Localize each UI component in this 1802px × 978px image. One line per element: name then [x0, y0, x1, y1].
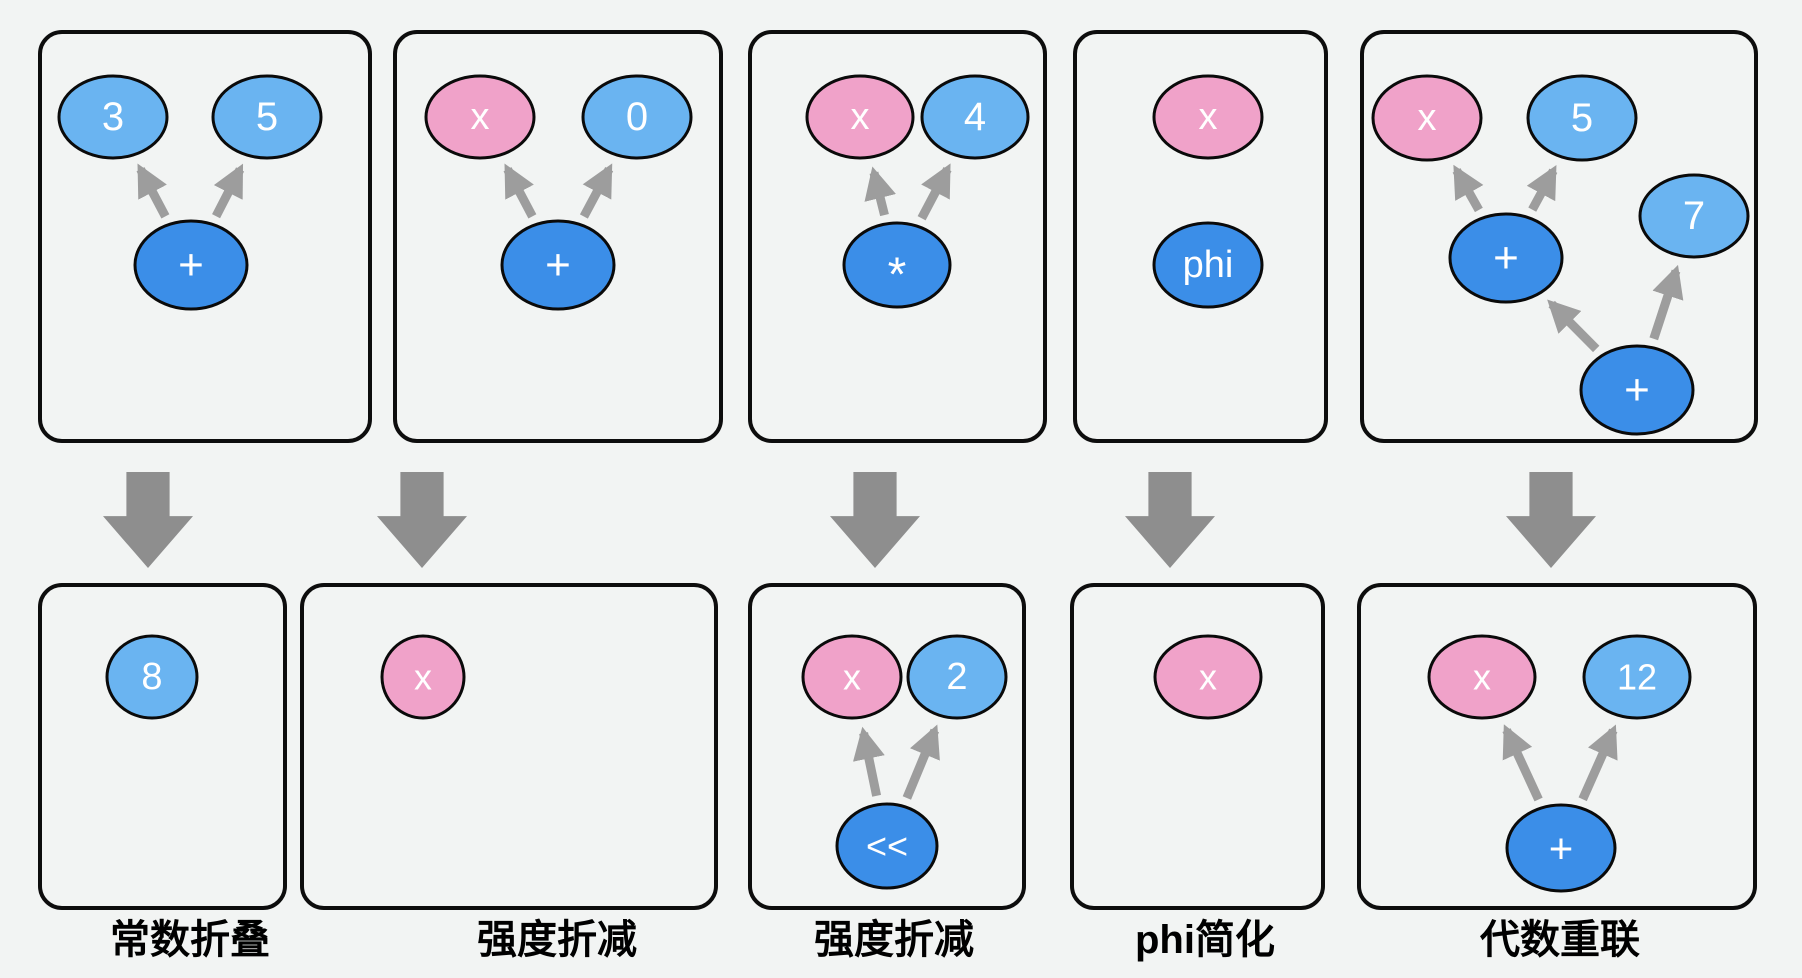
- node-x: x: [805, 74, 915, 160]
- svg-text:<<: <<: [866, 826, 908, 867]
- pass-label-1: 强度折减: [477, 918, 637, 962]
- node-*: *: [842, 221, 952, 309]
- node-<<: <<: [835, 802, 939, 890]
- edge-arrow: [902, 724, 940, 800]
- node-+: +: [500, 219, 616, 311]
- svg-text:12: 12: [1617, 657, 1657, 698]
- panel-strength-reduction-2-after: x 2 <<: [748, 583, 1026, 910]
- panel-strength-reduction-1-after: x: [300, 583, 718, 910]
- pass-label-0: 常数折叠: [110, 918, 270, 962]
- edge-arrow: [1578, 724, 1618, 802]
- down-arrow-3: [1125, 472, 1215, 568]
- edge-arrow: [1649, 264, 1684, 341]
- svg-text:+: +: [1493, 234, 1519, 283]
- svg-text:phi: phi: [1183, 244, 1234, 286]
- panel-constant-folding-before: 3 5 +: [38, 30, 372, 443]
- panel-strength-reduction-2-before: x 4 *: [748, 30, 1047, 443]
- node-3: 3: [57, 74, 169, 160]
- svg-text:x: x: [851, 96, 870, 138]
- edge-arrow: [1452, 164, 1484, 213]
- svg-text:4: 4: [964, 95, 986, 139]
- node-12: 12: [1582, 634, 1692, 720]
- panel-algebraic-reassociation-before: x 5 7 + +: [1360, 30, 1758, 443]
- svg-text:x: x: [471, 96, 490, 138]
- svg-text:+: +: [545, 241, 571, 290]
- svg-text:x: x: [843, 657, 861, 698]
- node-+: +: [1579, 344, 1695, 436]
- node-+: +: [1448, 212, 1564, 304]
- edge-arrow: [503, 163, 537, 219]
- svg-text:2: 2: [946, 656, 967, 698]
- node-x: x: [1152, 74, 1264, 160]
- node-7: 7: [1638, 173, 1750, 259]
- panel-phi-simplification-after: x: [1070, 583, 1325, 910]
- node-x: x: [801, 634, 903, 720]
- panel-phi-simplification-before: x phi: [1073, 30, 1328, 443]
- node-x: x: [1153, 634, 1263, 720]
- svg-text:5: 5: [1571, 96, 1593, 140]
- pass-label-4: 代数重联: [1480, 918, 1640, 962]
- node-x: x: [1427, 634, 1537, 720]
- svg-text:x: x: [1199, 96, 1218, 138]
- panel-constant-folding-after: 8: [38, 583, 287, 910]
- node-8: 8: [105, 634, 199, 720]
- down-arrow-2: [830, 472, 920, 568]
- svg-text:x: x: [1418, 97, 1437, 139]
- panel-algebraic-reassociation-after: x 12 +: [1357, 583, 1757, 910]
- svg-text:x: x: [414, 657, 432, 698]
- edge-arrow: [136, 163, 170, 219]
- node-+: +: [133, 219, 249, 311]
- svg-text:x: x: [1473, 657, 1491, 698]
- node-5: 5: [1526, 74, 1638, 162]
- node-+: +: [1505, 803, 1617, 893]
- panel-strength-reduction-1-before: x 0 +: [393, 30, 723, 443]
- node-4: 4: [920, 74, 1030, 160]
- node-2: 2: [906, 634, 1008, 720]
- edge-arrow: [864, 166, 896, 217]
- svg-text:+: +: [1549, 825, 1574, 872]
- svg-text:*: *: [888, 249, 907, 302]
- edge-arrow: [853, 726, 885, 797]
- pass-label-3: phi简化: [1135, 918, 1275, 962]
- down-arrow-0: [103, 472, 193, 568]
- svg-text:5: 5: [256, 95, 278, 139]
- edge-arrow: [212, 163, 245, 219]
- node-phi: phi: [1152, 221, 1264, 309]
- edge-arrow: [1547, 299, 1600, 353]
- edge-arrow: [579, 163, 614, 219]
- svg-text:0: 0: [626, 95, 648, 139]
- edge-arrow: [1526, 165, 1558, 212]
- node-x: x: [380, 634, 466, 720]
- pass-label-2: 强度折减: [814, 918, 974, 962]
- node-0: 0: [581, 74, 693, 160]
- down-arrow-1: [377, 472, 467, 568]
- node-x: x: [424, 74, 536, 160]
- node-x: x: [1371, 74, 1483, 162]
- svg-text:+: +: [178, 241, 204, 290]
- svg-text:7: 7: [1683, 194, 1705, 238]
- down-arrow-4: [1506, 472, 1596, 568]
- svg-text:x: x: [1199, 657, 1217, 698]
- node-5: 5: [211, 74, 323, 160]
- svg-text:3: 3: [102, 95, 124, 139]
- edge-arrow: [1502, 724, 1543, 802]
- svg-text:+: +: [1624, 366, 1650, 415]
- edge-arrow: [917, 163, 952, 221]
- svg-text:8: 8: [141, 656, 162, 698]
